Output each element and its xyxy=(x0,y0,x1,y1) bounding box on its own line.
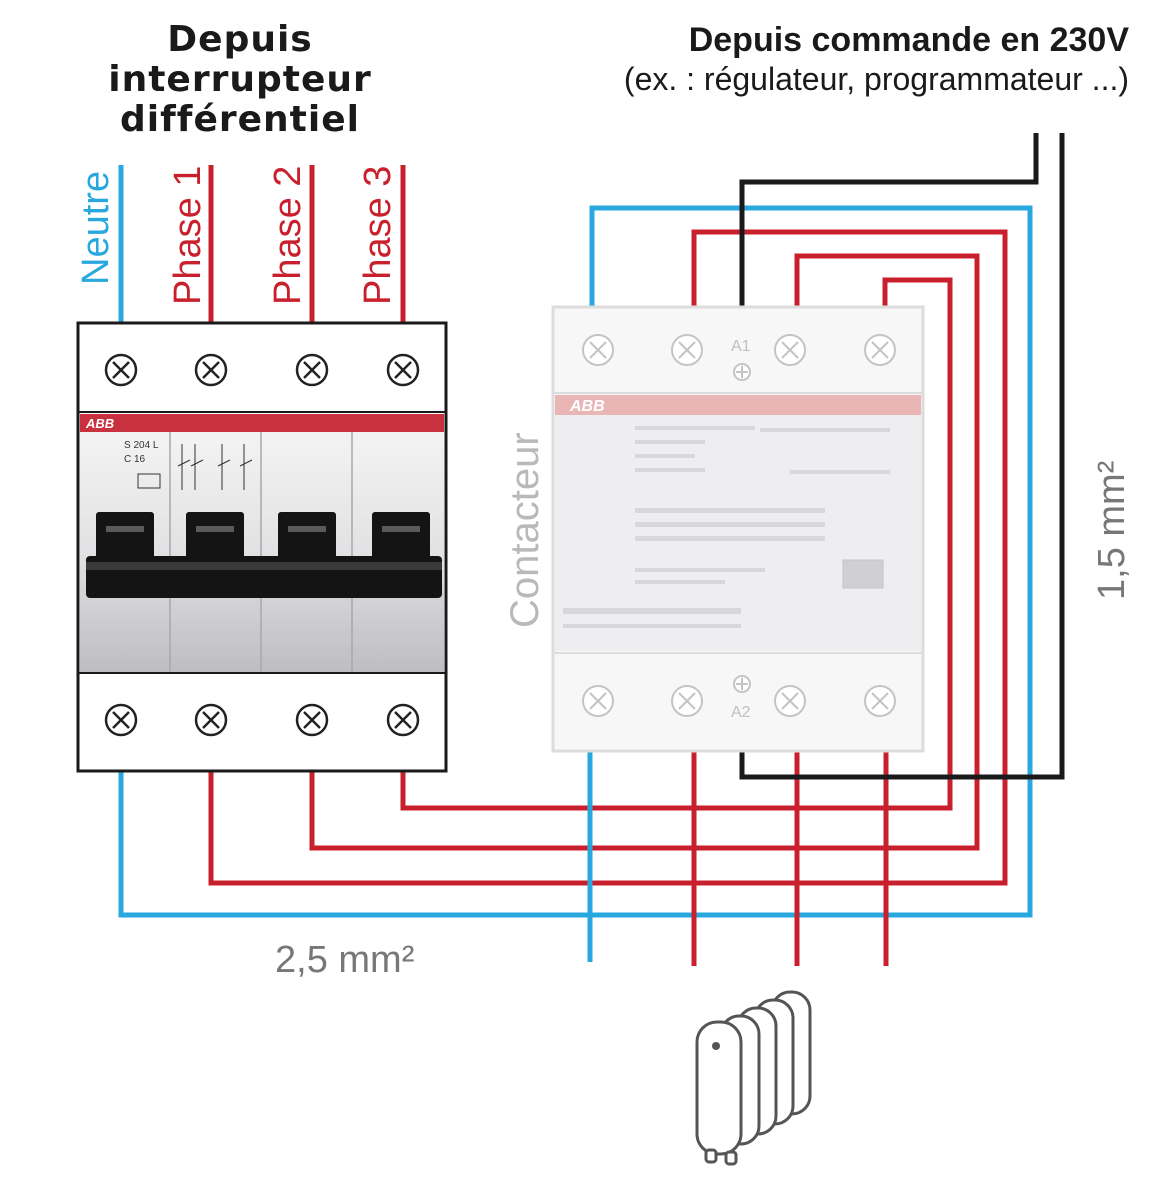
breaker-rating: C 16 xyxy=(124,454,146,465)
label-phase3: Phase 3 xyxy=(357,166,399,305)
control-section-label: 1,5 mm² xyxy=(1091,461,1133,600)
title-left-line1: Depuis xyxy=(167,19,313,60)
terminal-screw-icon xyxy=(671,334,703,366)
terminal-screw-icon xyxy=(774,334,806,366)
phase3-wire-loop xyxy=(400,277,953,811)
breaker-brand: ABB xyxy=(85,416,114,431)
terminal-screw-icon xyxy=(864,685,896,717)
label-phase1: Phase 1 xyxy=(167,166,209,305)
terminal-screw-icon xyxy=(104,353,138,387)
terminal-screw-icon xyxy=(671,685,703,717)
phase1-wire-loop xyxy=(208,229,1008,886)
title-right-line1: Depuis commande en 230V xyxy=(688,21,1129,59)
terminal-screw-icon xyxy=(386,353,420,387)
terminal-screw-icon xyxy=(582,685,614,717)
power-section-label: 2,5 mm² xyxy=(275,939,414,981)
terminal-screw-icon xyxy=(864,334,896,366)
contactor-label: Contacteur xyxy=(503,432,547,628)
terminal-a2-label: A2 xyxy=(731,704,751,721)
control-wire-a2 xyxy=(739,133,1065,780)
terminal-screw-icon xyxy=(194,353,228,387)
control-wire-a1 xyxy=(739,133,1039,310)
terminal-a1-screw-icon xyxy=(733,363,751,381)
title-left: Depuis interrupteur différentiel xyxy=(60,20,420,140)
title-left-line2: interrupteur xyxy=(108,59,372,100)
terminal-screw-icon xyxy=(774,685,806,717)
contactor: ABB A1 xyxy=(551,305,925,753)
terminal-screw-icon xyxy=(295,703,329,737)
circuit-breaker: ABB S 204 L C 16 xyxy=(76,321,448,773)
contactor-brand: ABB xyxy=(569,398,605,415)
title-left-line3: différentiel xyxy=(120,99,360,140)
terminal-screw-icon xyxy=(386,703,420,737)
phase2-wire-loop xyxy=(309,253,980,851)
breaker-model: S 204 L xyxy=(124,440,159,451)
terminal-screw-icon xyxy=(104,703,138,737)
neutral-wire-loop xyxy=(118,205,1033,918)
terminal-screw-icon xyxy=(582,334,614,366)
title-right: Depuis commande en 230V (ex. : régulateu… xyxy=(624,20,1129,98)
label-neutre: Neutre xyxy=(75,171,117,285)
label-phase2: Phase 2 xyxy=(267,166,309,305)
terminal-a2-screw-icon xyxy=(733,675,751,693)
terminal-screw-icon xyxy=(194,703,228,737)
radiator-icon xyxy=(695,990,812,1166)
terminal-a1-label: A1 xyxy=(731,338,751,355)
terminal-screw-icon xyxy=(295,353,329,387)
title-right-line2: (ex. : régulateur, programmateur ...) xyxy=(623,61,1129,97)
